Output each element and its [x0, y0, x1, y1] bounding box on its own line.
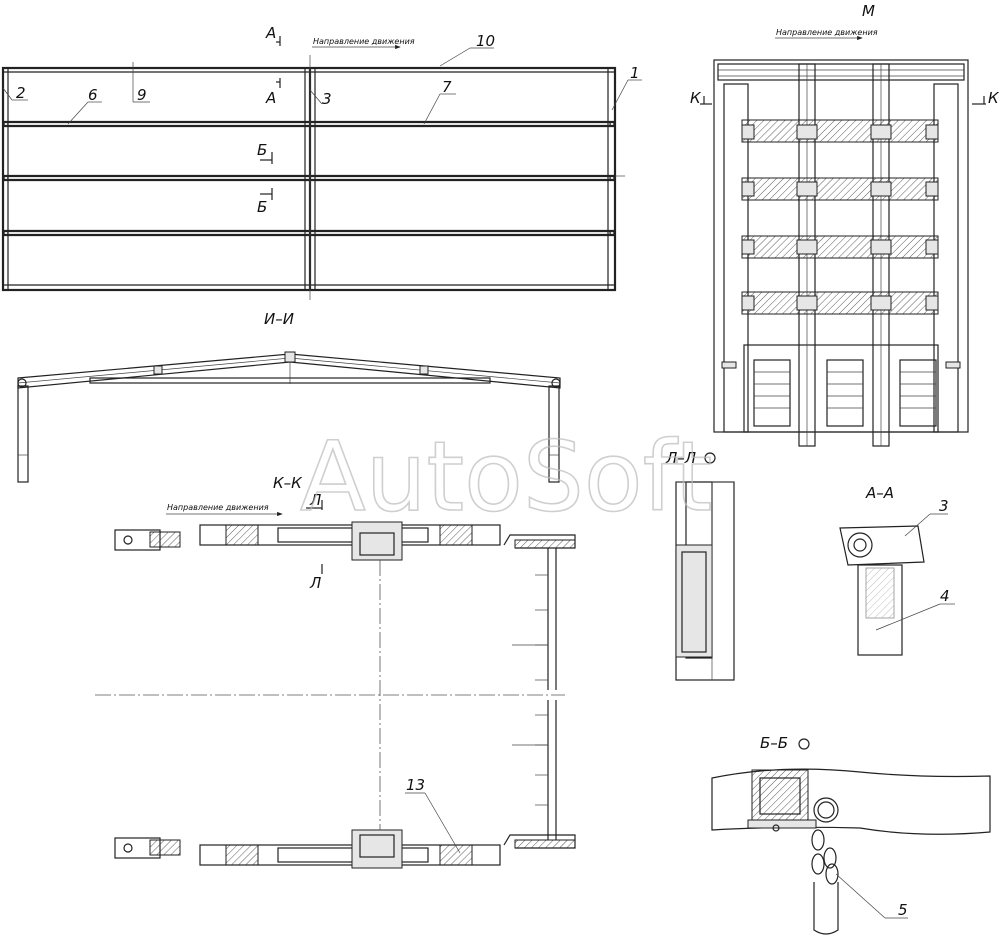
- section-title-aa: А–А: [865, 484, 894, 502]
- callout-3: 3: [322, 90, 332, 108]
- callout-7: 7: [442, 78, 452, 96]
- direction-text-top: Направление движения: [313, 37, 415, 46]
- callout-6: 6: [88, 86, 98, 104]
- section-title-ii: И–И: [264, 310, 294, 328]
- direction-arrow-top: Направление движения: [312, 37, 415, 50]
- section-mark-l-top: Л: [309, 491, 321, 509]
- section-title-bb: Б–Б: [760, 734, 788, 752]
- section-mark-a-mid: А: [265, 89, 276, 107]
- callout-4: 4: [940, 587, 950, 605]
- direction-arrow-m: Направление движения: [775, 28, 878, 41]
- section-title-ll: Л–Л: [665, 449, 696, 467]
- section-kk: [95, 521, 576, 869]
- direction-arrow-kk: Направление движения: [166, 503, 283, 517]
- callout-2: 2: [16, 84, 26, 102]
- direction-text-m: Направление движения: [776, 28, 878, 37]
- section-mark-k-left: К: [690, 89, 702, 107]
- top-view-frame: [1, 55, 625, 300]
- scale-circle-bb: [798, 738, 810, 750]
- callout-3-aa: 3: [939, 497, 949, 515]
- section-aa: [839, 525, 925, 656]
- section-ii: [17, 351, 561, 483]
- section-ll: [675, 481, 735, 681]
- section-marks-top: А А Б Б: [257, 24, 281, 216]
- callout-10: 10: [476, 32, 495, 50]
- section-title-m: М: [862, 2, 875, 20]
- watermark: AutoSoft: [300, 421, 712, 533]
- section-mark-a-top: А: [265, 24, 276, 42]
- section-mark-k-right: К: [988, 89, 1000, 107]
- direction-text-kk: Направление движения: [167, 503, 269, 512]
- section-mark-b-2: Б: [257, 198, 267, 216]
- callout-9: 9: [137, 86, 147, 104]
- scale-circle-ll: [704, 452, 716, 464]
- top-view-leaders: [2, 47, 642, 125]
- section-bb: [711, 768, 991, 935]
- section-title-kk: К–К: [273, 474, 303, 492]
- callout-1: 1: [630, 64, 640, 82]
- section-mark-l-bottom: Л: [309, 574, 321, 592]
- section-mark-b-1: Б: [257, 141, 267, 159]
- callout-13: 13: [406, 776, 425, 794]
- view-m: [713, 59, 969, 447]
- callout-5: 5: [898, 901, 908, 919]
